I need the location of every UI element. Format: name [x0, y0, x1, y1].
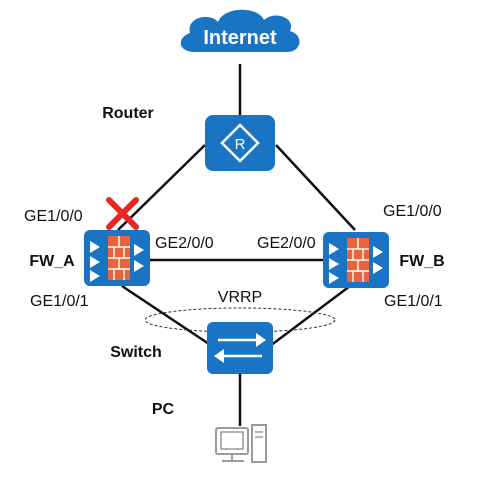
- vrrp-label: VRRP: [218, 289, 262, 306]
- fw-b-ge1-0-1-label: GE1/0/1: [384, 293, 443, 310]
- fw-b-label: FW_B: [399, 253, 444, 270]
- router-icon: R: [205, 115, 275, 171]
- router-label: Router: [102, 105, 154, 122]
- fw-a-ge1-0-1-label: GE1/0/1: [30, 293, 89, 310]
- switch-icon: [207, 322, 273, 374]
- svg-text:R: R: [235, 136, 246, 153]
- pc-label: PC: [152, 401, 175, 418]
- pc-icon: [215, 424, 267, 463]
- fw-b-ge1-0-0-label: GE1/0/0: [383, 203, 442, 220]
- link-fw-b-switch: [269, 285, 351, 347]
- link-failure-x-icon: [106, 197, 139, 230]
- firewall-a-icon: [84, 230, 150, 286]
- firewall-b-icon: [323, 232, 389, 288]
- fw-a-label: FW_A: [29, 253, 75, 270]
- internet-cloud-icon: Internet: [180, 9, 300, 52]
- link-router-fw-b: [275, 144, 356, 231]
- link-fw-a-switch: [121, 284, 213, 348]
- fw-a-ge2-0-0-label: GE2/0/0: [155, 235, 214, 252]
- fw-a-ge1-0-0-label: GE1/0/0: [24, 208, 83, 225]
- fw-b-ge2-0-0-label: GE2/0/0: [257, 235, 316, 252]
- internet-label: Internet: [203, 27, 277, 49]
- link-router-fw-a: [117, 144, 206, 231]
- links: [117, 64, 356, 426]
- switch-label: Switch: [110, 344, 162, 361]
